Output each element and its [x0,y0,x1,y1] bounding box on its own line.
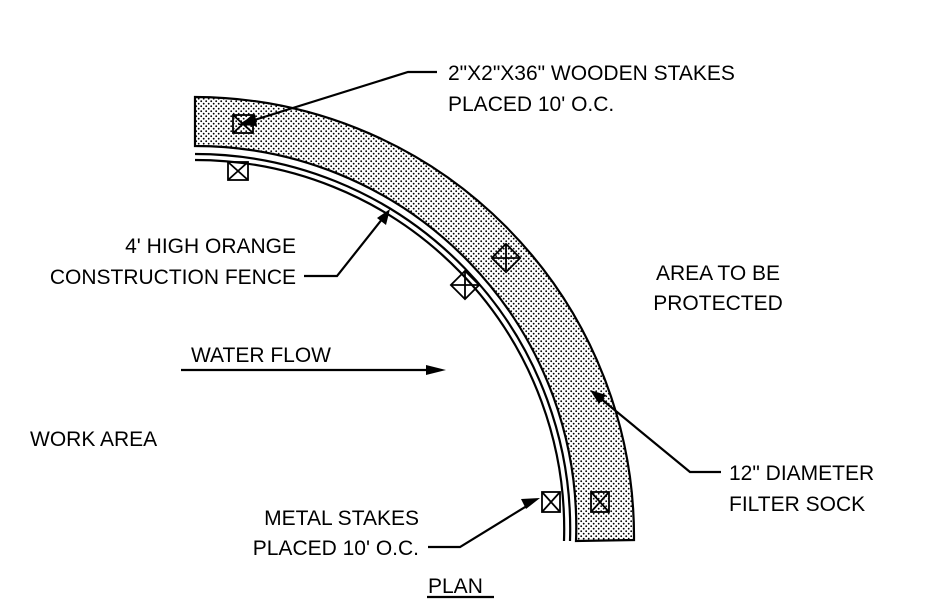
metal-stake-marker [227,161,249,181]
metal-stake-marker [449,269,481,301]
protected-area-label-line1: AREA TO BE [656,262,780,285]
work-area-label: WORK AREA [30,428,157,451]
filter-sock-label-line2: FILTER SOCK [729,493,865,516]
fence-label-line2: CONSTRUCTION FENCE [50,266,296,289]
metal-stakes-label-line2: PLACED 10' O.C. [253,537,419,560]
filter-sock-leader [590,390,721,474]
water-flow-arrow [181,365,446,375]
wooden-stakes-leader [238,70,437,126]
metal-stakes-label-line1: METAL STAKES [264,507,419,530]
fence-leader [304,209,390,278]
fence-label-line1: 4' HIGH ORANGE [125,235,296,258]
filter-sock-band [193,95,636,543]
construction-fence-outer [194,152,572,542]
filter-sock-label-line1: 12" DIAMETER [729,462,874,485]
wooden-stake-marker [490,242,522,274]
water-flow-label: WATER FLOW [191,344,331,367]
metal-stake-marker [541,491,561,513]
wooden-stake-marker [590,491,610,513]
protected-area-label-line2: PROTECTED [653,292,783,315]
metal-stakes-leader [428,498,540,549]
wooden-stakes-label-line2: PLACED 10' O.C. [448,93,614,116]
construction-fence-inner [194,158,566,542]
plan-title: PLAN [428,575,483,598]
wooden-stakes-label-line1: 2"X2"X36" WOODEN STAKES [448,62,735,85]
